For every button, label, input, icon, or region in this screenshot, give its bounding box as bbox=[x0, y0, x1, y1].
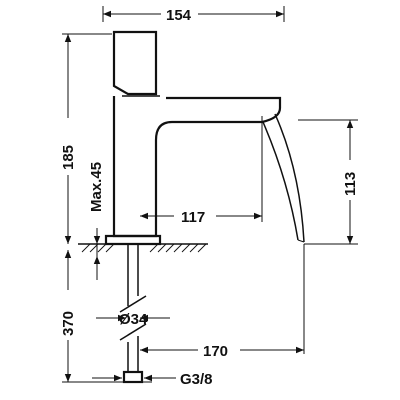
dimension-label-max45: Max.45 bbox=[88, 162, 105, 212]
dimension-width-top: 154 bbox=[102, 6, 285, 24]
dimension-label-185: 185 bbox=[60, 145, 77, 170]
faucet-body bbox=[104, 30, 282, 246]
dimension-connection: G3/8 bbox=[92, 371, 213, 388]
dimension-label-170: 170 bbox=[203, 343, 228, 360]
dimension-hose-length: 370 bbox=[60, 250, 118, 383]
dimension-label-370: 370 bbox=[60, 311, 77, 336]
dimension-label-117: 117 bbox=[181, 209, 205, 226]
dimension-label-154: 154 bbox=[166, 7, 192, 24]
dimension-spout-reach: 117 bbox=[140, 116, 263, 226]
dimension-label-113: 113 bbox=[342, 172, 359, 196]
water-stream bbox=[262, 113, 305, 243]
dimension-label-g38: G3/8 bbox=[180, 371, 213, 388]
dimension-spout-height: 113 bbox=[298, 119, 359, 245]
dimension-height-total: 185 bbox=[60, 33, 112, 244]
dimension-max-height: Max.45 bbox=[88, 162, 105, 280]
supply-hose bbox=[112, 244, 152, 384]
dimension-hole-diameter: Ø34 bbox=[96, 311, 170, 328]
dimension-base-reach: 170 bbox=[140, 244, 305, 360]
dimension-label-diameter: Ø34 bbox=[119, 311, 148, 328]
